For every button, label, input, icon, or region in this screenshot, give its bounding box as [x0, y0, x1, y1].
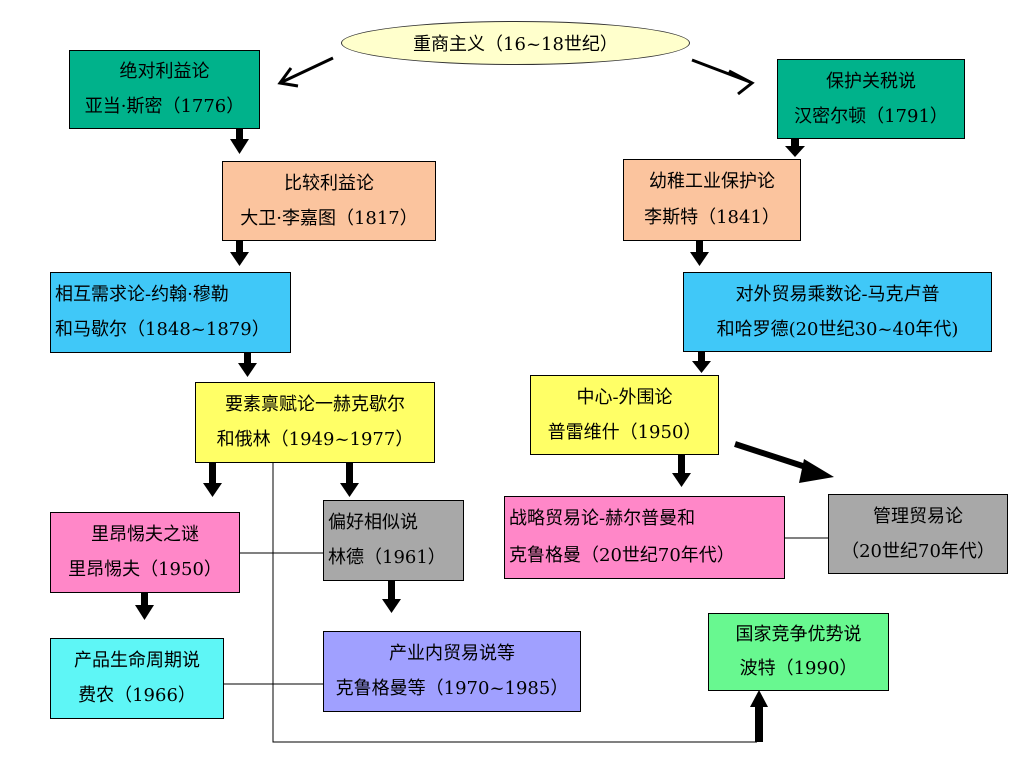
arrow-multiplier-to-center: [692, 351, 711, 373]
node-title: 相互需求论-约翰·穆勒: [55, 283, 229, 305]
node-factor-endowment: 要素禀赋论一赫克歇尔 和俄林（1949~1977）: [195, 382, 435, 463]
root-label: 重商主义（16~18世纪）: [413, 34, 618, 55]
link-factor-to-national: [272, 463, 757, 743]
arrow-infant-to-multiplier: [690, 240, 709, 266]
down-arrows: [135, 128, 805, 742]
node-strategic-trade: 战略贸易论-赫尔普曼和 克鲁格曼（20世纪70年代）: [504, 496, 785, 579]
node-subtitle: （20世纪70年代）: [841, 540, 995, 562]
node-subtitle: 费农（1966）: [78, 685, 196, 707]
arrow-factor-to-preference: [340, 463, 359, 497]
arrow-root-to-protective: [691, 58, 755, 96]
node-national-competitive: 国家竞争优势说 波特（1990）: [708, 613, 889, 691]
node-subtitle: 普雷维什（1950）: [547, 421, 702, 443]
node-subtitle: 林德（1961）: [328, 547, 446, 569]
root-mercantilism: 重商主义（16~18世纪）: [341, 21, 690, 65]
thin-connectors: [224, 463, 828, 743]
arrow-preference-to-intra: [382, 580, 401, 613]
node-subtitle: 克鲁格曼等（1970~1985）: [335, 678, 569, 700]
node-infant-industry: 幼稚工业保护论 李斯特（1841）: [623, 159, 801, 241]
node-center-periphery: 中心-外围论 普雷维什（1950）: [530, 375, 719, 455]
node-preference-similarity: 偏好相似说 林德（1961）: [323, 500, 464, 581]
arrow-center-to-managed: [734, 441, 834, 483]
arrow-root-to-absolute: [277, 56, 334, 88]
node-subtitle: 和俄林（1949~1977）: [216, 429, 414, 451]
arrow-center-to-strategic: [672, 454, 691, 487]
node-title: 产业内贸易说等: [389, 642, 515, 664]
node-subtitle: 李斯特（1841）: [644, 207, 780, 228]
node-leontief-paradox: 里昂惕夫之谜 里昂惕夫（1950）: [50, 512, 240, 593]
node-title: 战略贸易论-赫尔普曼和: [509, 508, 696, 530]
node-comparative-advantage: 比较利益论 大卫·李嘉图（1817）: [222, 161, 436, 241]
node-title: 要素禀赋论一赫克歇尔: [225, 393, 405, 415]
node-absolute-advantage: 绝对利益论 亚当·斯密（1776）: [69, 50, 260, 129]
node-title: 绝对利益论: [119, 61, 210, 83]
node-title: 保护关税说: [826, 70, 916, 92]
node-reciprocal-demand: 相互需求论-约翰·穆勒 和马歇尔（1848~1879）: [50, 272, 291, 353]
node-product-life-cycle: 产品生命周期说 费农（1966）: [50, 638, 224, 719]
node-subtitle: 克鲁格曼（20世纪70年代）: [509, 544, 735, 566]
arrow-leontief-to-lifecycle: [135, 592, 154, 620]
node-title: 国家竞争优势说: [735, 624, 862, 645]
node-subtitle: 波特（1990）: [739, 658, 858, 679]
node-subtitle: 汉密尔顿（1791）: [794, 105, 948, 127]
node-subtitle: 里昂惕夫（1950）: [68, 559, 222, 581]
node-managed-trade: 管理贸易论 （20世纪70年代）: [828, 494, 1008, 574]
node-title: 比较利益论: [284, 172, 374, 194]
arrow-absolute-to-comparative: [230, 128, 249, 154]
node-title: 幼稚工业保护论: [649, 171, 775, 192]
node-subtitle: 大卫·李嘉图（1817）: [240, 207, 418, 229]
arrow-protective-to-infant: [785, 138, 805, 157]
node-protective-tariff: 保护关税说 汉密尔顿（1791）: [777, 59, 965, 139]
arrow-factor-to-leontief: [203, 463, 222, 497]
node-subtitle: 和马歇尔（1848~1879）: [55, 319, 270, 341]
arrow-comparative-to-reciprocal: [230, 240, 249, 266]
node-subtitle: 和哈罗德(20世纪30~40年代): [716, 318, 959, 340]
node-title: 管理贸易论: [873, 505, 963, 527]
node-trade-multiplier: 对外贸易乘数论-马克卢普 和哈罗德(20世纪30~40年代): [683, 272, 992, 352]
node-title: 对外贸易乘数论-马克卢普: [735, 283, 940, 305]
arrow-reciprocal-to-factor: [238, 352, 257, 377]
node-title: 产品生命周期说: [74, 649, 200, 671]
node-subtitle: 亚当·斯密（1776）: [84, 95, 245, 117]
arrow-up-to-national: [750, 690, 768, 742]
node-intra-industry: 产业内贸易说等 克鲁格曼等（1970~1985）: [323, 631, 581, 712]
node-title: 中心-外围论: [576, 386, 673, 408]
node-title: 偏好相似说: [328, 511, 418, 533]
node-title: 里昂惕夫之谜: [91, 523, 199, 545]
